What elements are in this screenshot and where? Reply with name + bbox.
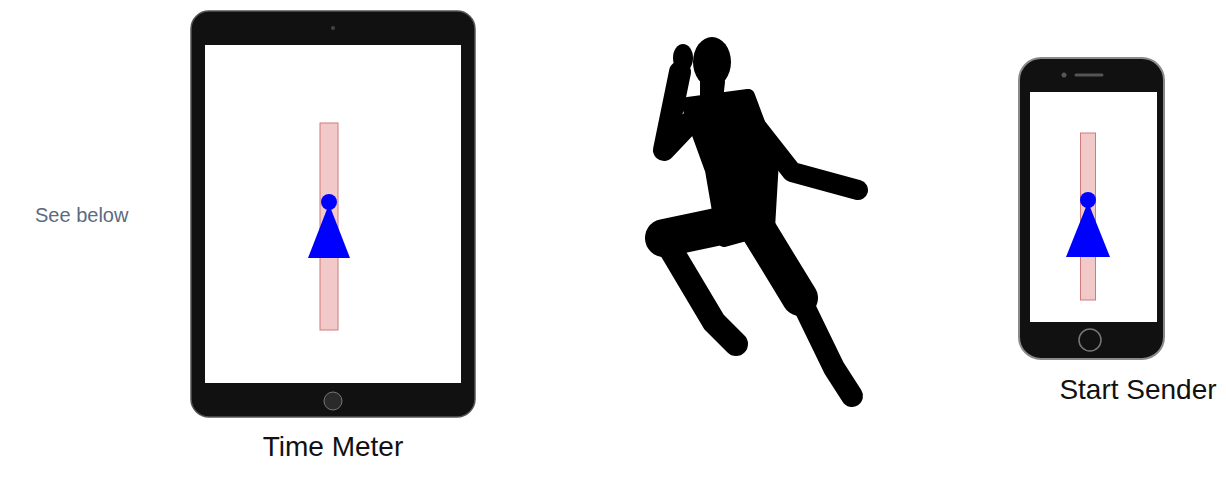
runner-front-arm — [664, 72, 700, 150]
slider-knob — [321, 194, 337, 210]
runner-back-shin — [800, 298, 852, 396]
tablet-home-button — [324, 392, 342, 410]
phone-home-button — [1079, 329, 1101, 351]
tablet-camera — [331, 26, 335, 30]
phone-speaker — [1076, 74, 1102, 77]
phone-screen — [1030, 92, 1157, 322]
slider-pointer — [1066, 202, 1110, 257]
slider-knob — [1080, 192, 1096, 208]
tablet-body — [191, 11, 475, 417]
runner-back-arm — [745, 112, 858, 190]
runner-fist — [673, 44, 693, 72]
runner-back-thigh — [756, 226, 800, 298]
phone-device: Start Sender — [1018, 57, 1165, 360]
phone-camera — [1062, 73, 1067, 78]
runner-front-shin — [664, 238, 736, 344]
phone-body — [1019, 58, 1164, 359]
tablet-device: Time Meter — [190, 10, 476, 418]
slider-pointer — [308, 204, 350, 258]
device-label: Time Meter — [170, 430, 496, 464]
note-label: See below — [35, 202, 165, 228]
tablet-screen — [205, 45, 461, 383]
device-label: Start Sender — [1050, 373, 1226, 407]
device-outline — [1018, 57, 1165, 360]
device-outline — [190, 10, 476, 418]
